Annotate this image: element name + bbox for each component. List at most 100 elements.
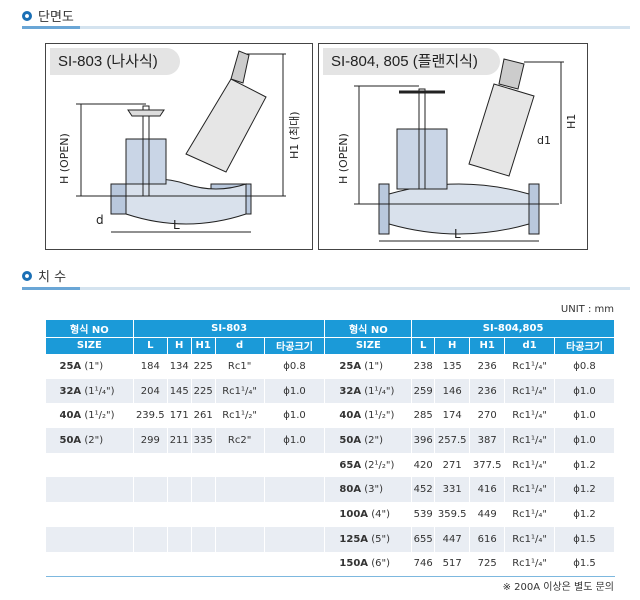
heading-text: 단면도 bbox=[38, 10, 74, 25]
size-cell: 25A (1") bbox=[324, 354, 413, 379]
size-cell: 40A (1¹/₂") bbox=[324, 403, 413, 429]
label-h: H (OPEN) bbox=[58, 133, 71, 184]
size-inch: (2") bbox=[364, 434, 384, 446]
cell-d bbox=[215, 551, 265, 577]
cell-hole: ϕ1.0 bbox=[554, 378, 615, 404]
cell-l: 285 bbox=[411, 403, 436, 429]
column-header: H bbox=[434, 337, 471, 355]
cell-d bbox=[215, 477, 265, 503]
cell-d: Rc1¹/₄" bbox=[504, 403, 556, 429]
column-header: SIZE bbox=[45, 337, 134, 355]
cell-d: Rc1¹/₄" bbox=[215, 378, 265, 404]
cell-h bbox=[167, 452, 192, 478]
size-value: 25A bbox=[339, 361, 362, 373]
cell-l: 452 bbox=[411, 477, 436, 503]
label-d1: d1 bbox=[537, 134, 551, 147]
cell-l: 239.5 bbox=[133, 403, 168, 429]
size-inch: (2") bbox=[84, 434, 104, 446]
cell-l: 746 bbox=[411, 551, 436, 577]
size-cell: 32A (1¹/₄") bbox=[324, 378, 413, 404]
cell-hole: ϕ1.2 bbox=[554, 502, 615, 527]
cell-d: Rc1¹/₄" bbox=[504, 502, 556, 527]
cell-h1: 225 bbox=[191, 378, 216, 404]
cell-hole bbox=[264, 452, 326, 478]
header-cell: SI-804,805 bbox=[411, 320, 615, 338]
cell-h bbox=[167, 526, 192, 552]
label-l: L bbox=[454, 227, 461, 241]
drawing-title: SI-804, 805 (플랜지식) bbox=[323, 48, 500, 75]
size-value: 40A bbox=[59, 410, 82, 422]
cell-h: 146 bbox=[434, 378, 471, 404]
cell-h1: 270 bbox=[469, 403, 506, 429]
size-cell: 125A (5") bbox=[324, 526, 413, 552]
cell-hole: ϕ0.8 bbox=[554, 354, 615, 379]
cell-h: 135 bbox=[434, 354, 471, 379]
cell-hole bbox=[264, 551, 326, 577]
cell-h bbox=[167, 477, 192, 503]
cell-hole: ϕ1.0 bbox=[264, 403, 326, 429]
size-cell: 65A (2¹/₂") bbox=[324, 452, 413, 478]
cell-h1 bbox=[191, 502, 216, 527]
size-cell: 32A (1¹/₄") bbox=[45, 378, 134, 404]
bullet-icon bbox=[22, 270, 32, 281]
cell-d: Rc1¹/₄" bbox=[504, 354, 556, 379]
cell-h: 331 bbox=[434, 477, 471, 503]
column-header: H1 bbox=[190, 337, 216, 355]
size-cell: 50A (2") bbox=[45, 428, 134, 453]
column-header: 타공크기 bbox=[554, 337, 615, 355]
size-value: 80A bbox=[339, 484, 362, 496]
label-l: L bbox=[173, 218, 180, 232]
cell-h: 145 bbox=[167, 378, 192, 404]
label-h: H (OPEN) bbox=[337, 133, 350, 184]
size-value: 32A bbox=[59, 385, 82, 397]
cell-l: 184 bbox=[133, 354, 168, 379]
cell-d: Rc1¹/₄" bbox=[504, 378, 556, 404]
cell-h1: 725 bbox=[469, 551, 506, 577]
cell-h: 171 bbox=[167, 403, 192, 429]
size-value: 125A bbox=[339, 533, 369, 545]
drawing-si-803: H (OPEN) H1 (최대) d L SI-803 (나사식) bbox=[45, 43, 313, 250]
cell-d bbox=[215, 526, 265, 552]
label-h1: H1 (최대) bbox=[288, 111, 301, 159]
cell-h: 447 bbox=[434, 526, 471, 552]
size-value: 100A bbox=[339, 508, 369, 520]
size-inch: (1¹/₂") bbox=[364, 410, 395, 422]
size-cell bbox=[45, 502, 134, 527]
cell-l bbox=[133, 452, 168, 478]
divider bbox=[22, 287, 630, 290]
size-cell bbox=[45, 551, 134, 577]
label-h1: H1 bbox=[565, 114, 578, 129]
cell-h1: 261 bbox=[191, 403, 216, 429]
header-cell: SI-803 bbox=[132, 320, 326, 338]
size-cell: 100A (4") bbox=[324, 502, 413, 527]
column-header: d bbox=[214, 337, 265, 355]
cell-l: 299 bbox=[133, 428, 168, 453]
cell-h: 257.5 bbox=[434, 428, 471, 453]
cell-hole: ϕ1.2 bbox=[554, 477, 615, 503]
unit-label: UNIT : mm bbox=[560, 304, 614, 315]
cell-h1: 225 bbox=[191, 354, 216, 379]
size-cell bbox=[45, 526, 134, 552]
size-inch: (6") bbox=[371, 558, 390, 570]
size-inch: (5") bbox=[371, 533, 390, 545]
size-inch: (1") bbox=[84, 361, 104, 373]
size-value: 65A bbox=[339, 459, 362, 471]
size-value: 50A bbox=[59, 434, 82, 446]
size-value: 25A bbox=[59, 361, 82, 373]
cell-d: Rc1¹/₄" bbox=[504, 551, 556, 577]
size-inch: (1¹/₄") bbox=[84, 385, 115, 397]
size-value: 32A bbox=[339, 385, 362, 397]
cell-l: 259 bbox=[411, 378, 436, 404]
cell-h1: 236 bbox=[469, 378, 506, 404]
size-inch: (1") bbox=[364, 361, 384, 373]
size-inch: (1¹/₂") bbox=[84, 410, 115, 422]
cell-hole bbox=[264, 502, 326, 527]
column-header: L bbox=[411, 337, 436, 355]
